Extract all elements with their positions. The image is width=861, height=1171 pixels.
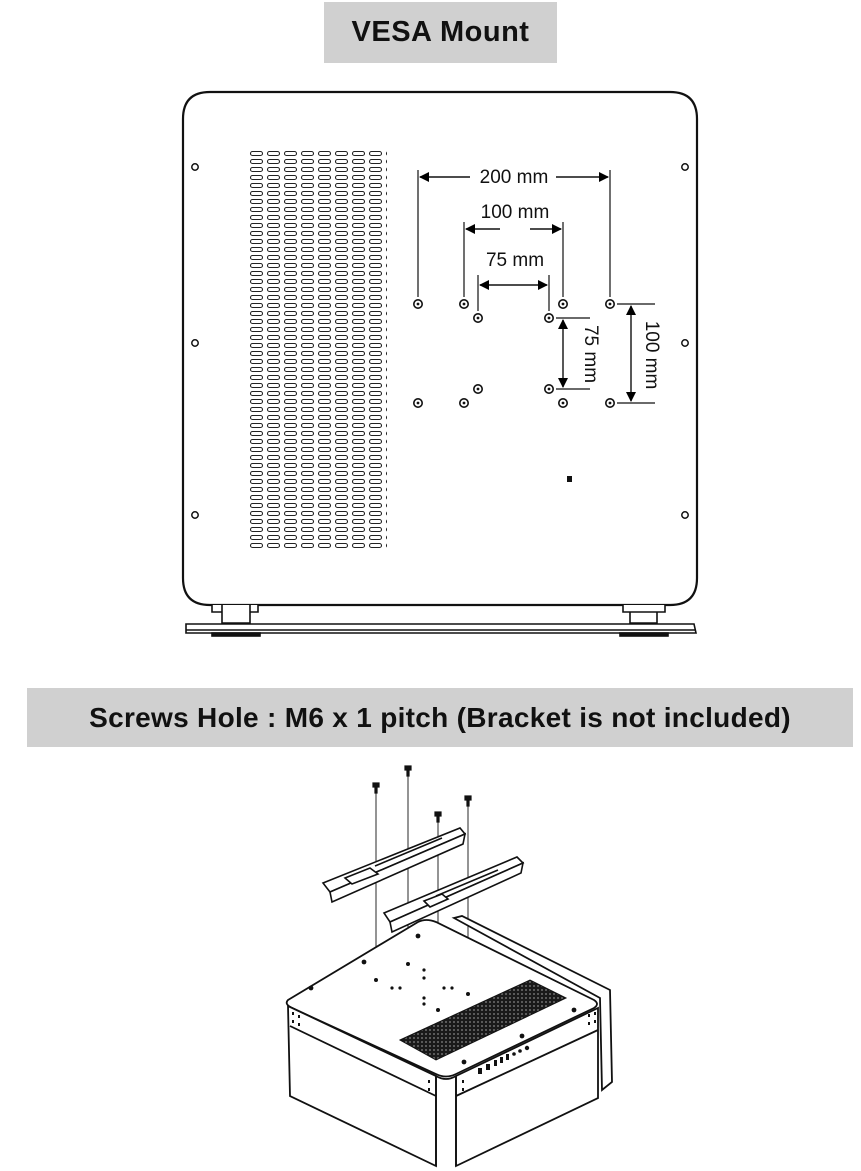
dim-100v-label: 100 mm <box>641 321 662 390</box>
dimension-extension-lines <box>417 170 655 404</box>
lock-slot-icon <box>567 476 572 482</box>
screws-note-text: Screws Hole : M6 x 1 pitch (Bracket is n… <box>89 701 791 733</box>
top-mesh-vent <box>398 979 568 1061</box>
bracket-assembly-view <box>285 765 613 1168</box>
monitor-stand <box>185 605 697 637</box>
dim-200-label: 200 mm <box>480 167 549 188</box>
dim-75h-label: 75 mm <box>486 250 544 271</box>
side-dots <box>292 1012 596 1091</box>
bracket-right <box>382 856 525 934</box>
screws-note-banner: Screws Hole : M6 x 1 pitch (Bracket is n… <box>27 688 853 747</box>
vent-grille <box>249 150 387 548</box>
pc-body <box>285 915 613 1168</box>
dim-100h-label: 100 mm <box>481 202 550 223</box>
title-text: VESA Mount <box>351 16 530 48</box>
bracket-left <box>321 827 467 904</box>
monitor-back-view: 200 mm 100 mm 75 mm 75 mm 100 mm <box>181 90 699 637</box>
frame-screws <box>191 163 689 519</box>
title-banner: VESA Mount <box>324 2 557 63</box>
front-io-ports <box>478 1045 530 1074</box>
dim-75v-label: 75 mm <box>580 325 601 383</box>
top-mount-holes <box>308 933 577 1065</box>
